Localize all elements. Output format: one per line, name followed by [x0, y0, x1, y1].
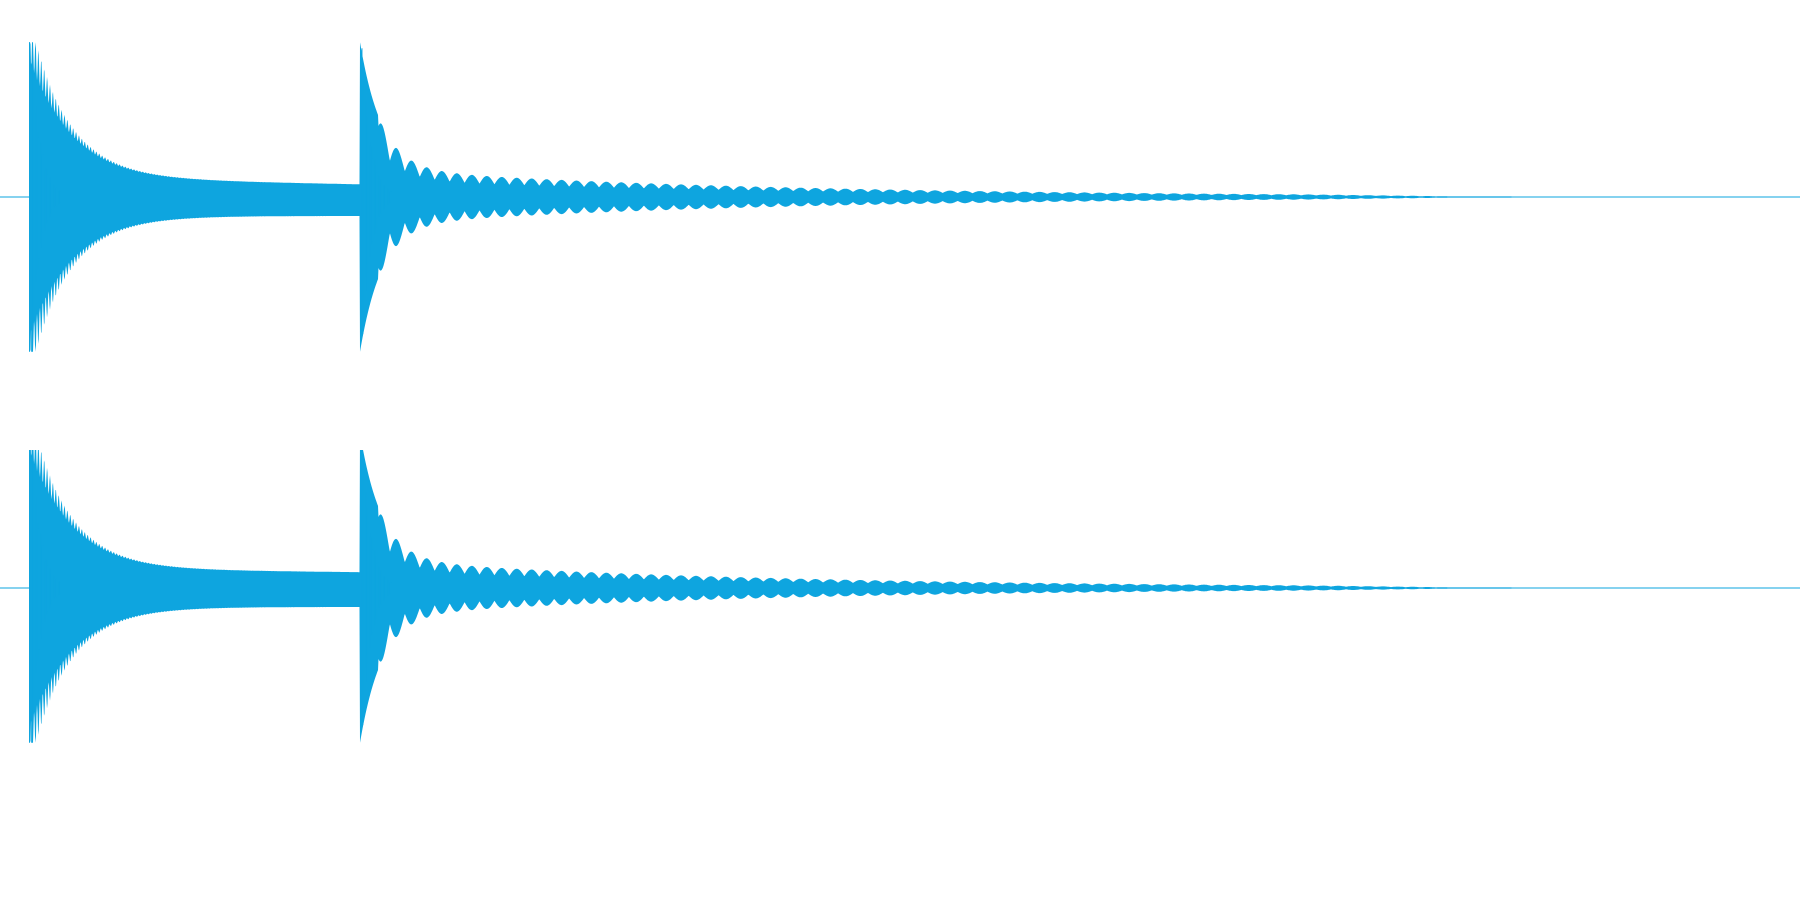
channel-2-waveform	[0, 450, 1800, 743]
channel-2-track[interactable]	[0, 450, 1800, 900]
waveform-envelope	[29, 42, 1512, 352]
channel-1-waveform	[0, 42, 1800, 352]
channel-1-track[interactable]	[0, 0, 1800, 450]
waveform-envelope	[29, 450, 1512, 743]
